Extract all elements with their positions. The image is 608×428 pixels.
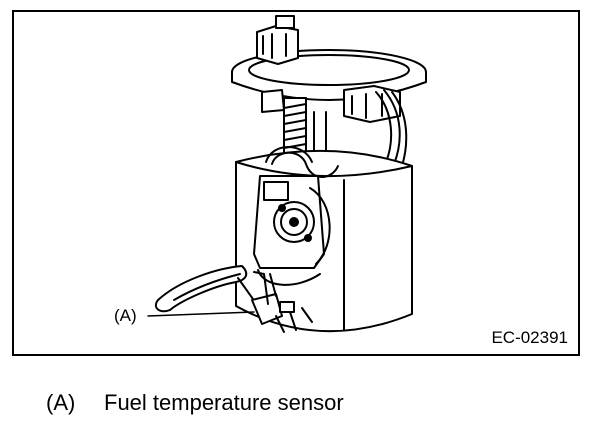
legend-key: (A) [46,390,76,415]
figure-code: EC-02391 [491,328,568,347]
figure-frame: (A) EC-02391 [12,10,580,356]
callout-leader-line [147,311,255,317]
fuel-temperature-sensor [251,293,283,325]
callout-label-a: (A) [114,306,137,325]
legend-item: (A) Fuel temperature sensor [46,390,344,416]
legend-text: Fuel temperature sensor [104,390,344,415]
float [154,265,248,313]
flange-fitting [343,85,401,123]
fuel-pump-module-illustration [147,15,427,333]
